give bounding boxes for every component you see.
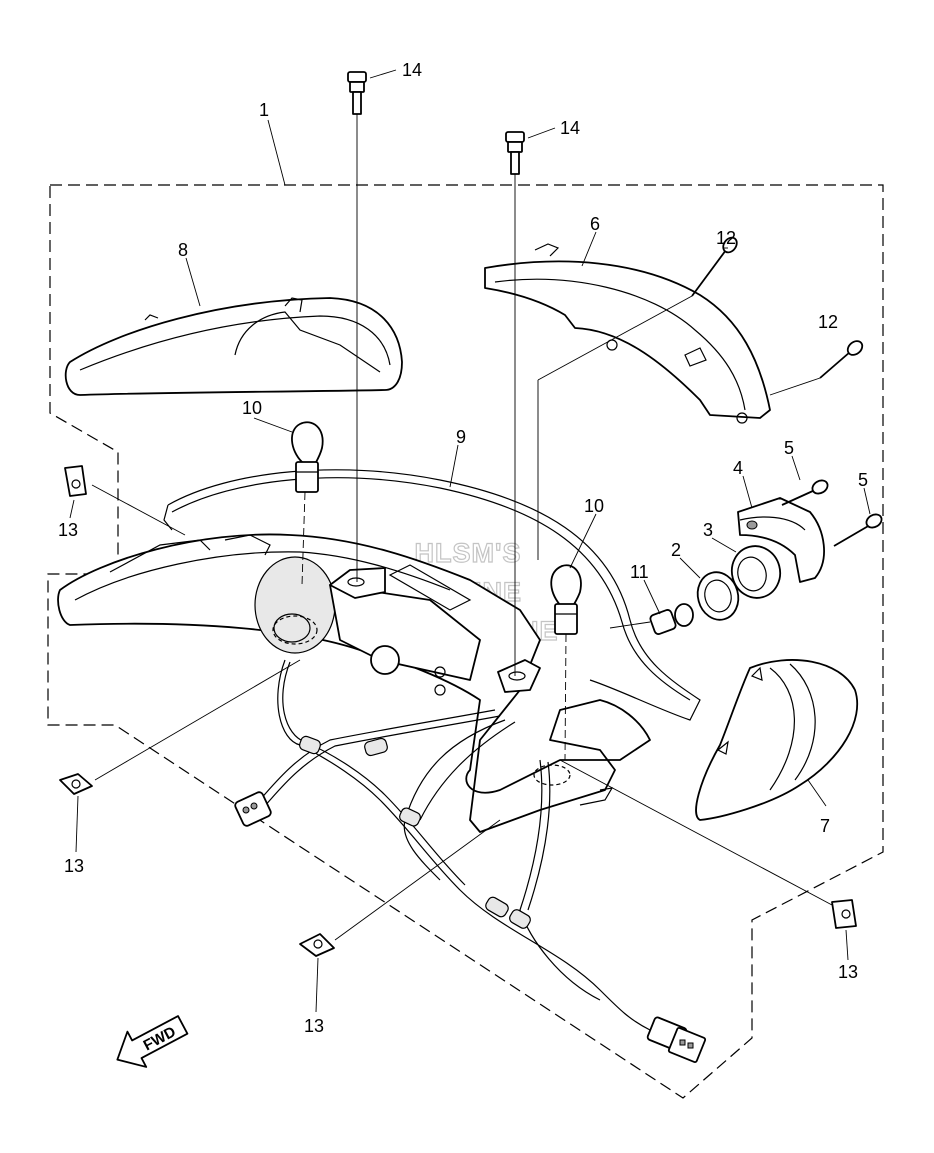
part-12-screw-lower — [819, 340, 864, 379]
connector-left — [234, 791, 272, 827]
part-13-clip-bottom — [299, 933, 335, 957]
part-5-screw-lower — [833, 513, 883, 547]
callout-6: 6 — [590, 214, 600, 234]
callout-2: 2 — [671, 540, 681, 560]
callout-10a: 10 — [242, 398, 262, 418]
part-4-holder — [737, 497, 825, 583]
part-13-clip-lower-left — [59, 773, 93, 795]
callout-leaders — [69, 69, 871, 1013]
callout-12a: 12 — [716, 228, 736, 248]
assembly-lines — [91, 114, 833, 941]
callout-1: 1 — [259, 100, 269, 120]
part-14-bolt-right — [505, 131, 525, 175]
callout-5a: 5 — [784, 438, 794, 458]
assembly-boundary — [47, 184, 884, 1099]
callout-9: 9 — [456, 427, 466, 447]
part-10-bulb-right — [550, 564, 582, 635]
part-11-small-bulb — [649, 603, 694, 635]
part-13-clip-right — [831, 899, 857, 929]
callout-13d: 13 — [838, 962, 858, 982]
svg-text:HLSM'S: HLSM'S — [415, 538, 522, 568]
callout-10b: 10 — [584, 496, 604, 516]
part-7-lens — [695, 659, 859, 821]
callout-4: 4 — [733, 458, 743, 478]
main-housing — [57, 533, 651, 833]
callout-13c: 13 — [304, 1016, 324, 1036]
callout-11: 11 — [630, 562, 649, 582]
wiring-harness — [234, 659, 707, 1063]
lower-bracket — [272, 615, 614, 806]
part-3-grommet — [730, 545, 782, 599]
callout-12b: 12 — [818, 312, 838, 332]
part-14-bolt-left — [347, 71, 367, 115]
part-13-clip-upper-left — [64, 465, 87, 497]
part-6-upper-right-cover — [484, 243, 771, 424]
callouts: 1 2 3 4 5 5 6 7 8 9 10 10 11 12 12 13 13… — [58, 60, 868, 1036]
callout-13a: 13 — [58, 520, 78, 540]
callout-14b: 14 — [560, 118, 580, 138]
callout-8: 8 — [178, 240, 188, 260]
callout-13b: 13 — [64, 856, 84, 876]
part-2-ring — [696, 571, 740, 621]
fwd-arrow: FWD — [116, 1015, 189, 1068]
part-5-screw-upper — [781, 479, 829, 506]
part-12-screw-upper — [691, 236, 738, 297]
part-10-bulb-left — [291, 421, 324, 493]
callout-7: 7 — [820, 816, 830, 836]
part-8-upper-left-cover — [64, 297, 403, 396]
callout-3: 3 — [703, 520, 713, 540]
callout-14a: 14 — [402, 60, 422, 80]
callout-5b: 5 — [858, 470, 868, 490]
connector-bottom — [646, 1016, 707, 1063]
